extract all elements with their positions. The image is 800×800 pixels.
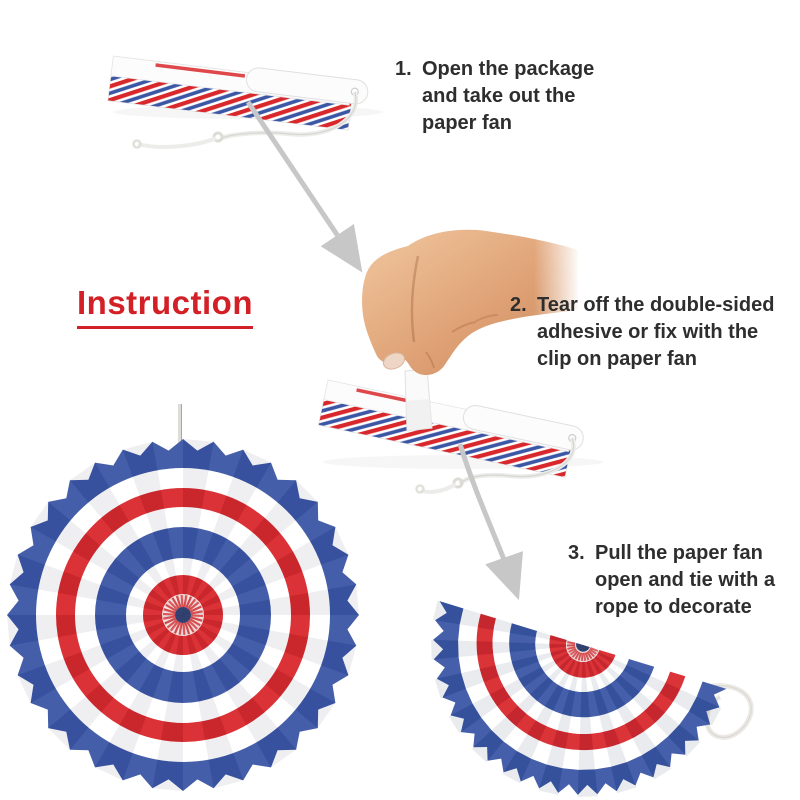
step-2-number: 2.	[510, 294, 527, 316]
step-3-number: 3.	[568, 542, 585, 564]
wrist-fade	[534, 228, 580, 338]
step-2-line-3: clip on paper fan	[537, 348, 698, 370]
step-arrow-2	[457, 443, 523, 601]
half-open-fan	[431, 600, 754, 797]
hand-pinching	[362, 228, 580, 375]
fan-center-streaks	[162, 594, 204, 636]
string-loop-end	[415, 484, 425, 494]
string-loop-end	[132, 139, 142, 149]
thumb-crease	[410, 255, 420, 343]
hand-silhouette	[362, 229, 578, 375]
open-round-fan	[7, 439, 359, 791]
step-3-line-1: 3. Pull the paper fan	[568, 540, 775, 567]
step-1-line-2: and take out the	[422, 85, 576, 107]
bigfan-hanging-string	[178, 404, 182, 454]
fan-center-hub	[576, 643, 590, 652]
fan-pleat-shading	[431, 600, 729, 797]
finger-separation-crease	[425, 351, 435, 369]
thumb-nail	[382, 352, 406, 370]
step-3-line-2: open and tie with a	[595, 569, 776, 591]
step-arrow-1	[245, 100, 363, 273]
arrow-line	[457, 443, 523, 601]
arrow-line	[245, 100, 363, 273]
folded-fan-step2	[318, 368, 584, 494]
fan-cover-slat	[246, 67, 369, 105]
fan-center-hub	[175, 607, 191, 623]
step-1-line-1: 1. Open the package	[395, 56, 594, 83]
knuckle-crease-1	[451, 321, 477, 333]
step-2-line-1: 2. Tear off the double-sided	[510, 292, 774, 319]
step-3-text: 3. Pull the paper fan open and tie with a…	[568, 540, 775, 621]
step-1-line-1-text: Open the package	[422, 58, 595, 80]
fan-top-red-mark	[155, 63, 246, 78]
step-2-text: 2. Tear off the double-sided adhesive or …	[510, 292, 774, 373]
string-tail	[137, 136, 217, 149]
fan-cover-slat	[462, 404, 584, 451]
folded-fan-body	[107, 55, 369, 131]
instruction-title: Instruction	[77, 284, 253, 329]
step-1-number: 1.	[395, 58, 412, 80]
fan-center-streaks	[566, 641, 599, 662]
fan-outer-zigzag-band	[433, 601, 727, 795]
step-3-line-3: rope to decorate	[595, 596, 752, 618]
step-3-line-1-text: Pull the paper fan	[595, 542, 763, 564]
folded-fan-body	[318, 379, 584, 478]
fan-pleat-shading	[7, 439, 359, 791]
hanging-string-edge	[221, 91, 357, 139]
knuckle-crease-2	[475, 314, 499, 322]
step-2-line-2: adhesive or fix with the	[537, 321, 759, 343]
step-1-text: 1. Open the package and take out the pape…	[395, 56, 594, 137]
folded-fan-step1	[107, 55, 369, 149]
adhesive-tab-shade	[406, 399, 432, 431]
step-2-line-1-text: Tear off the double-sided	[537, 294, 775, 316]
step-1-line-3: paper fan	[422, 112, 513, 134]
